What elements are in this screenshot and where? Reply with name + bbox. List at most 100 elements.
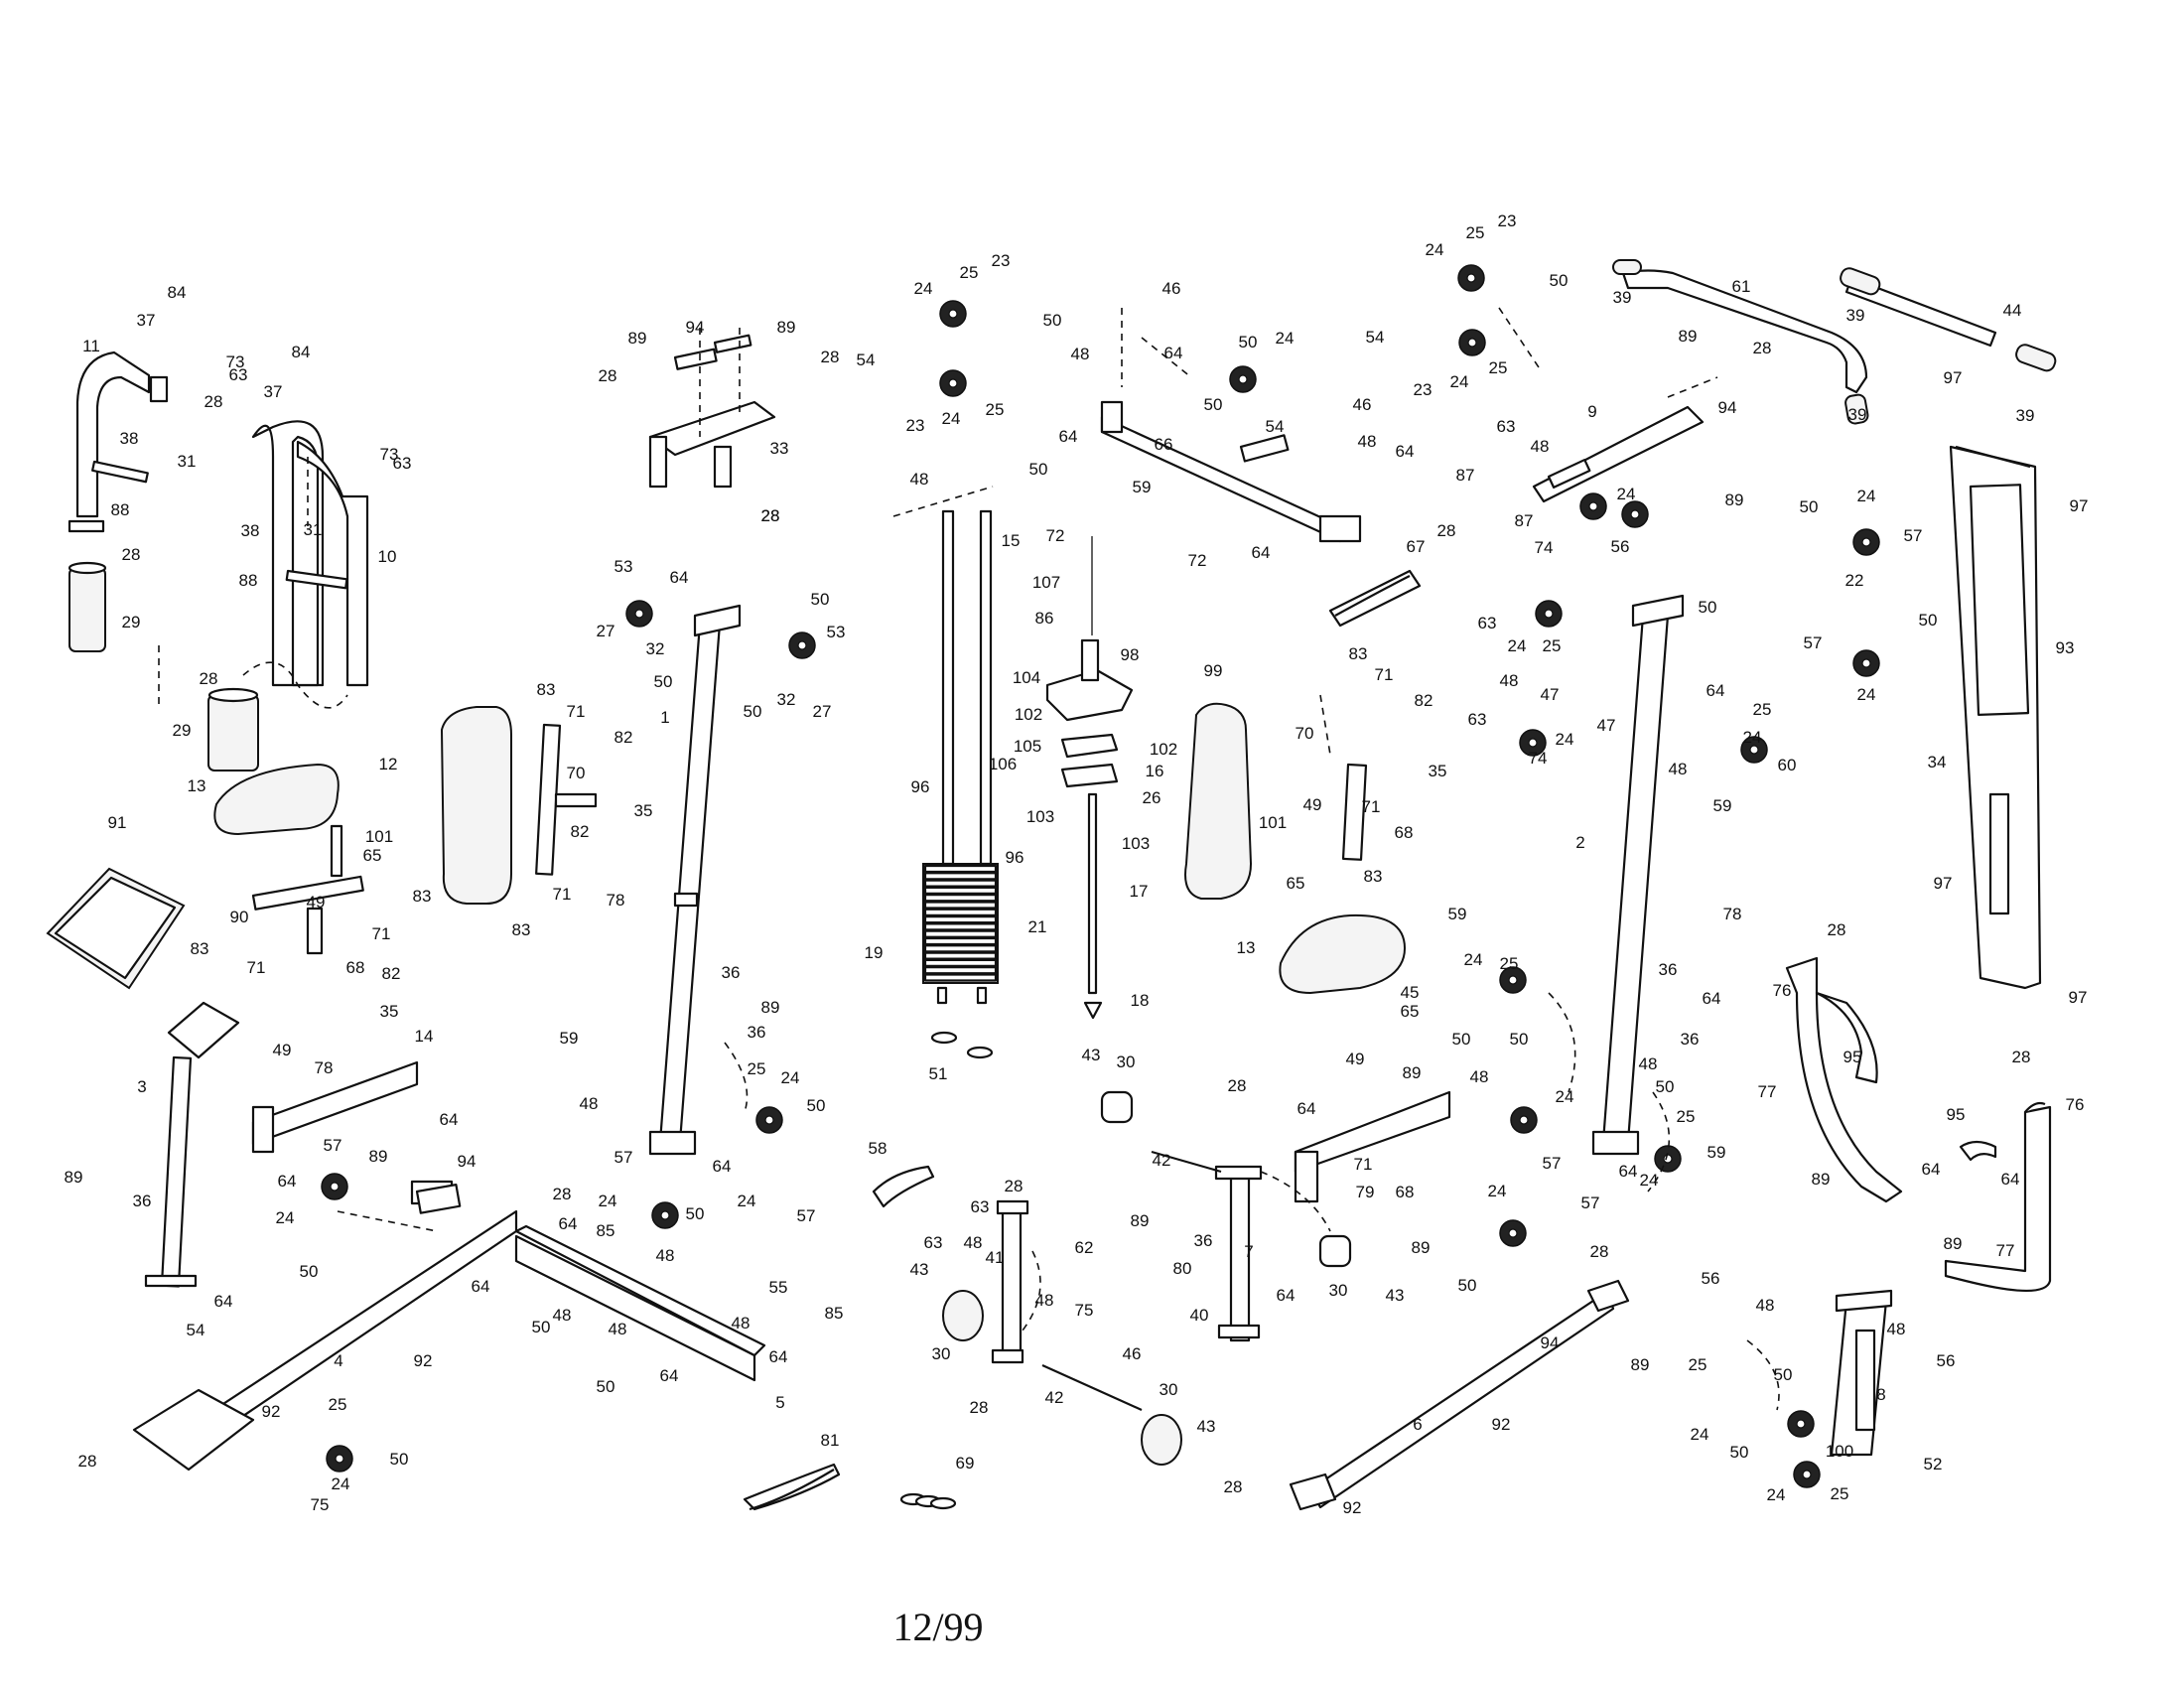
callout-89: 89 xyxy=(1679,327,1698,346)
callout-85: 85 xyxy=(825,1304,844,1323)
callout-28: 28 xyxy=(78,1452,97,1471)
weight-plate xyxy=(923,966,998,975)
callout-31: 31 xyxy=(178,452,197,471)
callout-57: 57 xyxy=(797,1206,816,1225)
callout-72: 72 xyxy=(1046,526,1065,545)
back-pad-99 xyxy=(1184,702,1253,900)
callout-66: 66 xyxy=(1155,435,1173,454)
callout-98: 98 xyxy=(1121,645,1140,664)
callout-71: 71 xyxy=(567,702,586,721)
pulley xyxy=(326,1445,353,1473)
weight-plate xyxy=(923,908,998,916)
seat-and-pads-left xyxy=(46,706,512,990)
callout-101: 101 xyxy=(365,827,393,846)
callout-34: 34 xyxy=(1928,753,1947,772)
callout-29: 29 xyxy=(173,721,192,740)
callout-89: 89 xyxy=(761,998,780,1017)
callout-25: 25 xyxy=(1677,1107,1696,1126)
callout-46: 46 xyxy=(1353,395,1372,414)
callout-22: 22 xyxy=(1845,571,1864,590)
pulley xyxy=(788,632,816,659)
callout-48: 48 xyxy=(1669,760,1688,778)
pulley xyxy=(1852,528,1880,556)
callout-48: 48 xyxy=(1756,1296,1775,1315)
frame-7 xyxy=(1100,1090,1451,1342)
arm-pad-29a xyxy=(68,567,106,652)
callout-50: 50 xyxy=(532,1318,551,1336)
callout-54: 54 xyxy=(187,1321,205,1339)
callout-25: 25 xyxy=(1753,700,1772,719)
callout-47: 47 xyxy=(1597,716,1616,735)
callout-64: 64 xyxy=(1396,442,1415,461)
callout-91: 91 xyxy=(108,813,127,832)
callout-52: 52 xyxy=(1924,1455,1943,1474)
callout-99: 99 xyxy=(1204,661,1223,680)
callout-42: 42 xyxy=(1045,1388,1064,1407)
callout-47: 47 xyxy=(1541,685,1560,704)
callout-44: 44 xyxy=(2003,301,2022,320)
callout-76: 76 xyxy=(2066,1095,2085,1114)
callout-24: 24 xyxy=(1767,1485,1786,1504)
callout-84: 84 xyxy=(292,343,311,361)
callout-4: 4 xyxy=(334,1351,342,1370)
callout-24: 24 xyxy=(332,1474,350,1493)
callout-28: 28 xyxy=(200,669,218,688)
callout-28: 28 xyxy=(761,506,780,525)
pulley xyxy=(1852,649,1880,677)
callout-28: 28 xyxy=(553,1185,572,1203)
weight-plate xyxy=(923,864,998,874)
callout-87: 87 xyxy=(1456,466,1475,485)
callout-56: 56 xyxy=(1937,1351,1956,1370)
callout-89: 89 xyxy=(628,329,647,348)
callout-102: 102 xyxy=(1015,705,1042,724)
callout-82: 82 xyxy=(382,964,401,983)
callout-64: 64 xyxy=(1706,681,1725,700)
callout-28: 28 xyxy=(1437,521,1456,540)
callout-48: 48 xyxy=(580,1094,599,1113)
callout-64: 64 xyxy=(278,1172,297,1191)
weight-plate xyxy=(923,958,998,968)
callout-46: 46 xyxy=(1123,1344,1142,1363)
callout-9: 9 xyxy=(1587,402,1596,421)
callout-104: 104 xyxy=(1013,668,1040,687)
callout-24: 24 xyxy=(942,409,961,428)
callout-97: 97 xyxy=(1944,368,1963,387)
callout-28: 28 xyxy=(205,392,223,411)
callout-18: 18 xyxy=(1131,991,1150,1010)
callout-24: 24 xyxy=(1488,1182,1507,1200)
callout-50: 50 xyxy=(390,1450,409,1469)
callout-85: 85 xyxy=(597,1221,615,1240)
callout-15: 15 xyxy=(1002,531,1021,550)
callout-89: 89 xyxy=(1403,1063,1422,1082)
weight-plate xyxy=(923,901,998,910)
callout-64: 64 xyxy=(472,1277,490,1296)
weight-plate xyxy=(923,922,998,931)
callout-107: 107 xyxy=(1032,573,1060,592)
callout-50: 50 xyxy=(1699,598,1717,617)
pulleys xyxy=(321,264,1880,1488)
callout-68: 68 xyxy=(1395,823,1414,842)
callout-24: 24 xyxy=(914,279,933,298)
callout-64: 64 xyxy=(1297,1099,1316,1118)
callout-49: 49 xyxy=(1346,1050,1365,1068)
weight-plate xyxy=(923,929,998,938)
callout-89: 89 xyxy=(1412,1238,1431,1257)
callout-78: 78 xyxy=(315,1058,334,1077)
weight-plate xyxy=(923,879,998,888)
frame-left-lower xyxy=(132,1001,766,1472)
callout-28: 28 xyxy=(1828,920,1846,939)
callout-64: 64 xyxy=(440,1110,459,1129)
pulley xyxy=(1579,492,1607,520)
callout-42: 42 xyxy=(1153,1151,1171,1170)
callout-74: 74 xyxy=(1529,749,1548,768)
callout-13: 13 xyxy=(1237,938,1256,957)
callout-59: 59 xyxy=(1133,478,1152,496)
callout-57: 57 xyxy=(1904,526,1923,545)
callout-48: 48 xyxy=(1071,345,1090,363)
callout-25: 25 xyxy=(1543,636,1562,655)
callout-92: 92 xyxy=(262,1402,281,1421)
callout-61: 61 xyxy=(1732,277,1751,296)
pulley xyxy=(1510,1106,1538,1134)
callout-39: 39 xyxy=(1613,288,1632,307)
callout-62: 62 xyxy=(1075,1238,1094,1257)
